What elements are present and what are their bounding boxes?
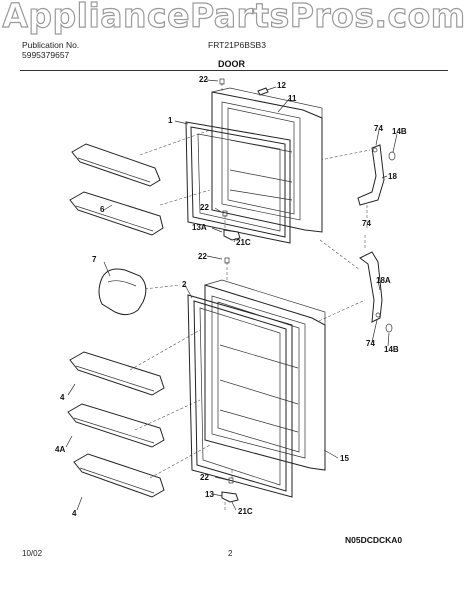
callout-74: 74 xyxy=(374,124,383,133)
callout-labels: 22 12 11 1 74 14B 18 6 22 13A 74 21C 22 … xyxy=(55,75,407,518)
ice-bucket-7 xyxy=(98,268,147,316)
watermark: AppliancePartsPros.com xyxy=(2,0,466,36)
diagram-code: N05DCDCKA0 xyxy=(345,535,403,545)
callout-74: 74 xyxy=(366,339,375,348)
callout-22: 22 xyxy=(200,203,209,212)
callout-21C: 21C xyxy=(238,507,253,516)
callout-13: 13 xyxy=(205,490,214,499)
callout-14B: 14B xyxy=(384,345,399,354)
plug-12 xyxy=(257,87,269,96)
callout-4: 4 xyxy=(60,393,65,402)
freezer-shelves-6 xyxy=(69,143,164,236)
washer-14B-bottom xyxy=(385,323,393,333)
door-stop-13 xyxy=(221,491,239,503)
callout-13A: 13A xyxy=(192,223,207,232)
footer-date: 10/02 xyxy=(22,549,43,558)
publication-label: Publication No. xyxy=(22,40,80,50)
callout-12: 12 xyxy=(277,81,286,90)
freezer-gasket-1 xyxy=(185,121,291,244)
fresh-food-shelves-4 xyxy=(67,351,165,498)
freezer-door-11 xyxy=(211,87,323,233)
callout-22: 22 xyxy=(200,473,209,482)
section-title: DOOR xyxy=(218,59,245,69)
fresh-food-door-15 xyxy=(204,279,326,471)
callout-11: 11 xyxy=(288,94,297,103)
screws-22 xyxy=(219,78,234,484)
door-stop-13A xyxy=(223,229,241,241)
callout-2: 2 xyxy=(182,280,187,289)
callout-pointers xyxy=(65,79,398,511)
callout-18: 18 xyxy=(388,172,397,181)
page-number: 2 xyxy=(228,549,233,558)
callout-21C: 21C xyxy=(236,238,251,247)
hinge-18 xyxy=(357,144,385,206)
model-number: FRT21P6BSB3 xyxy=(208,40,266,50)
callout-22: 22 xyxy=(198,252,207,261)
callout-4: 4 xyxy=(72,509,77,518)
callout-1: 1 xyxy=(168,116,173,125)
header-rule xyxy=(20,70,448,71)
callout-22: 22 xyxy=(199,75,208,84)
hinge-18A xyxy=(359,251,383,323)
callout-4A: 4A xyxy=(55,445,65,454)
fresh-food-gasket-2 xyxy=(187,294,293,498)
callout-7: 7 xyxy=(92,255,97,264)
callout-74: 74 xyxy=(362,219,371,228)
washer-14B-top xyxy=(388,151,396,161)
callout-15: 15 xyxy=(340,454,349,463)
callout-14B: 14B xyxy=(392,127,407,136)
publication-number: 5995379657 xyxy=(22,50,70,60)
callout-6: 6 xyxy=(100,205,105,214)
callout-18A: 18A xyxy=(376,276,391,285)
